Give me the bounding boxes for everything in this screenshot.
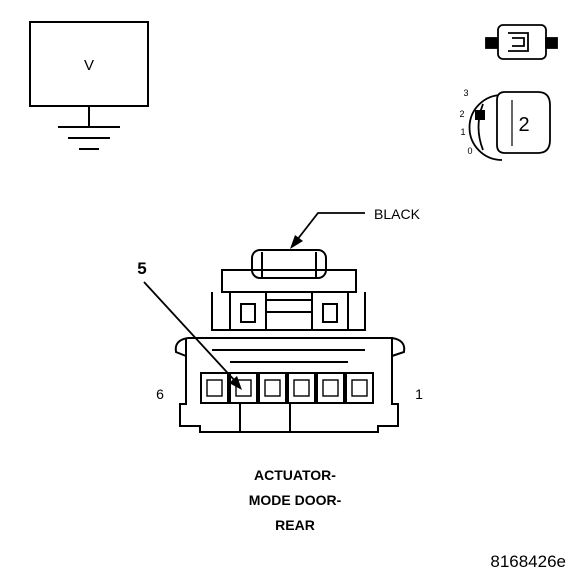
pin-cavity-6 [200,372,229,404]
color-callout-leader [290,212,365,249]
pin-cavity-3 [287,372,316,404]
ignition-switch-icon [468,91,551,161]
ignition-pos-3: 3 [463,88,468,98]
pin-cavity-5 [229,372,258,404]
connector-latch [251,249,327,279]
pin-cavity-2 [316,372,345,404]
connector-name: ACTUATOR- MODE DOOR- REAR [249,467,342,533]
ignition-pos-2: 2 [459,109,464,119]
pin-label-right: 1 [415,386,423,402]
connector-name-line-2: MODE DOOR- [249,492,342,508]
voltmeter-symbol [29,21,149,150]
pin-callout-number: 5 [137,259,146,278]
connector-name-line-1: ACTUATOR- [254,467,336,483]
ignition-selected-position: 2 [518,114,529,136]
connector-disconnect-icon [485,24,558,60]
ignition-pos-1: 1 [460,127,465,137]
connector-name-line-3: REAR [275,517,315,533]
connector-color-label: BLACK [374,206,421,222]
pin-cavity-4 [258,372,287,404]
figure-id: 8168426e [490,552,566,571]
pin-cavity-1 [345,372,374,404]
ignition-position-labels: 3 2 1 0 [459,88,472,156]
voltmeter-label: V [84,57,94,74]
ignition-pos-0: 0 [467,146,472,156]
pin-label-left: 6 [156,386,164,402]
pin-callout-leader [143,281,242,390]
connector-face [174,249,406,433]
